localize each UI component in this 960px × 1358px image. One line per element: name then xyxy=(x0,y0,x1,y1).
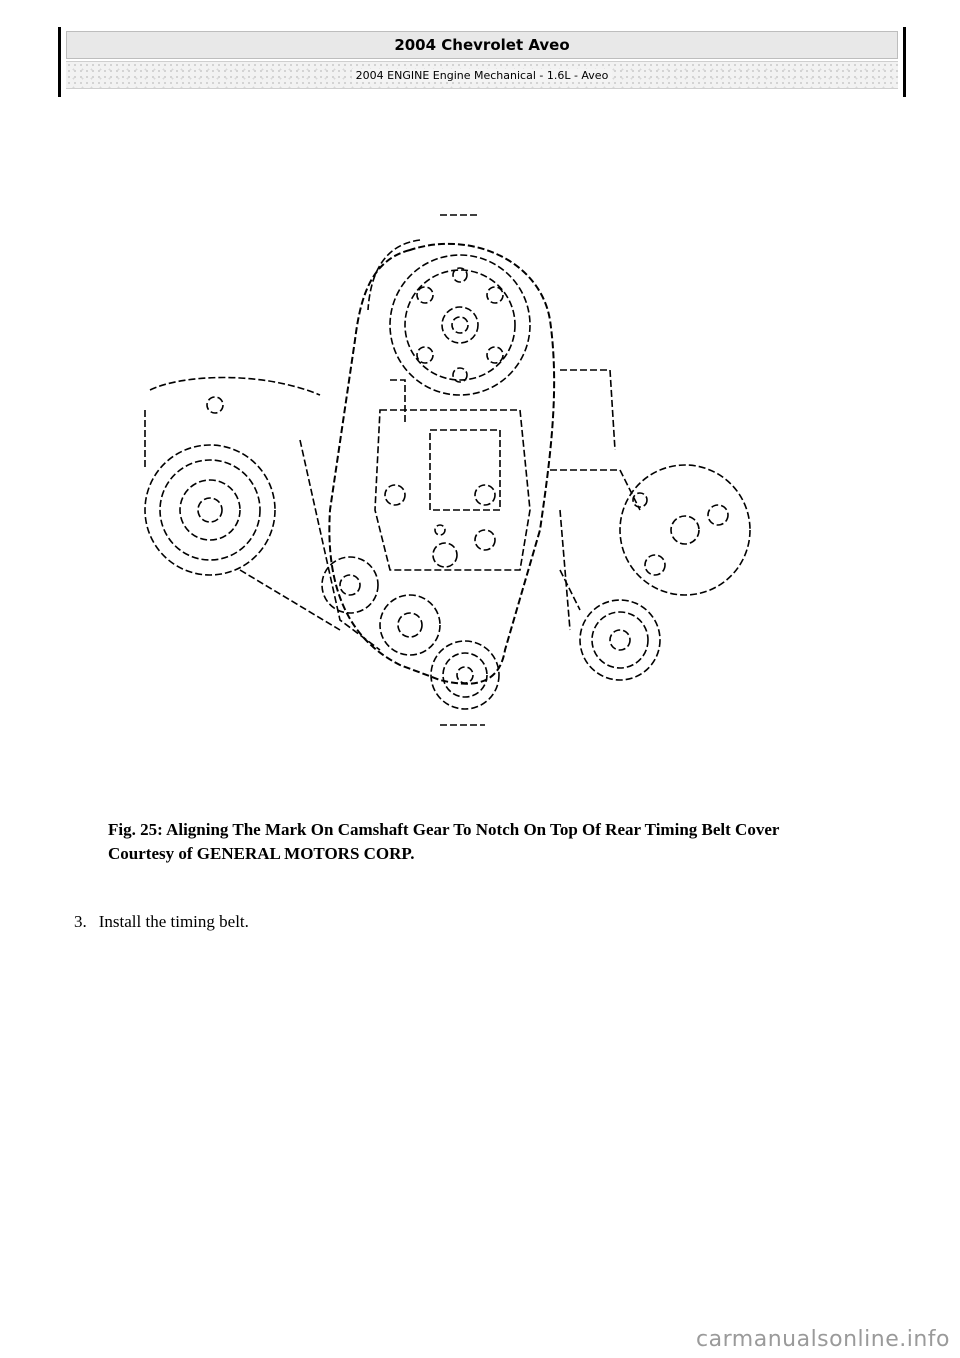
header-right-border xyxy=(903,27,906,97)
procedure-step: 3. Install the timing belt. xyxy=(74,912,249,932)
idler-pulley-left xyxy=(321,556,379,614)
step-number: 3. xyxy=(74,912,87,931)
figure-caption-title: Fig. 25: Aligning The Mark On Camshaft G… xyxy=(108,820,780,839)
figure-caption: Fig. 25: Aligning The Mark On Camshaft G… xyxy=(108,818,908,866)
document-title: 2004 Chevrolet Aveo xyxy=(66,31,898,59)
alternator xyxy=(144,376,341,631)
tensioner-pulley xyxy=(559,569,661,681)
site-watermark: carmanualsonline.info xyxy=(696,1327,950,1352)
document-subtitle-bar: 2004 ENGINE Engine Mechanical - 1.6L - A… xyxy=(66,61,898,89)
step-text: Install the timing belt. xyxy=(98,912,249,931)
camshaft-gear xyxy=(389,214,531,396)
timing-belt xyxy=(328,242,556,685)
page-header: 2004 Chevrolet Aveo 2004 ENGINE Engine M… xyxy=(58,27,906,97)
power-steering-pulley xyxy=(550,369,751,596)
header-left-border xyxy=(58,27,61,97)
figure-caption-credit: Courtesy of GENERAL MOTORS CORP. xyxy=(108,844,415,863)
document-subtitle: 2004 ENGINE Engine Mechanical - 1.6L - A… xyxy=(351,68,613,82)
idler-pulley-center xyxy=(379,594,441,656)
engine-timing-illustration xyxy=(140,210,760,740)
rear-timing-cover xyxy=(374,379,531,571)
crankshaft-sprocket xyxy=(430,640,500,726)
